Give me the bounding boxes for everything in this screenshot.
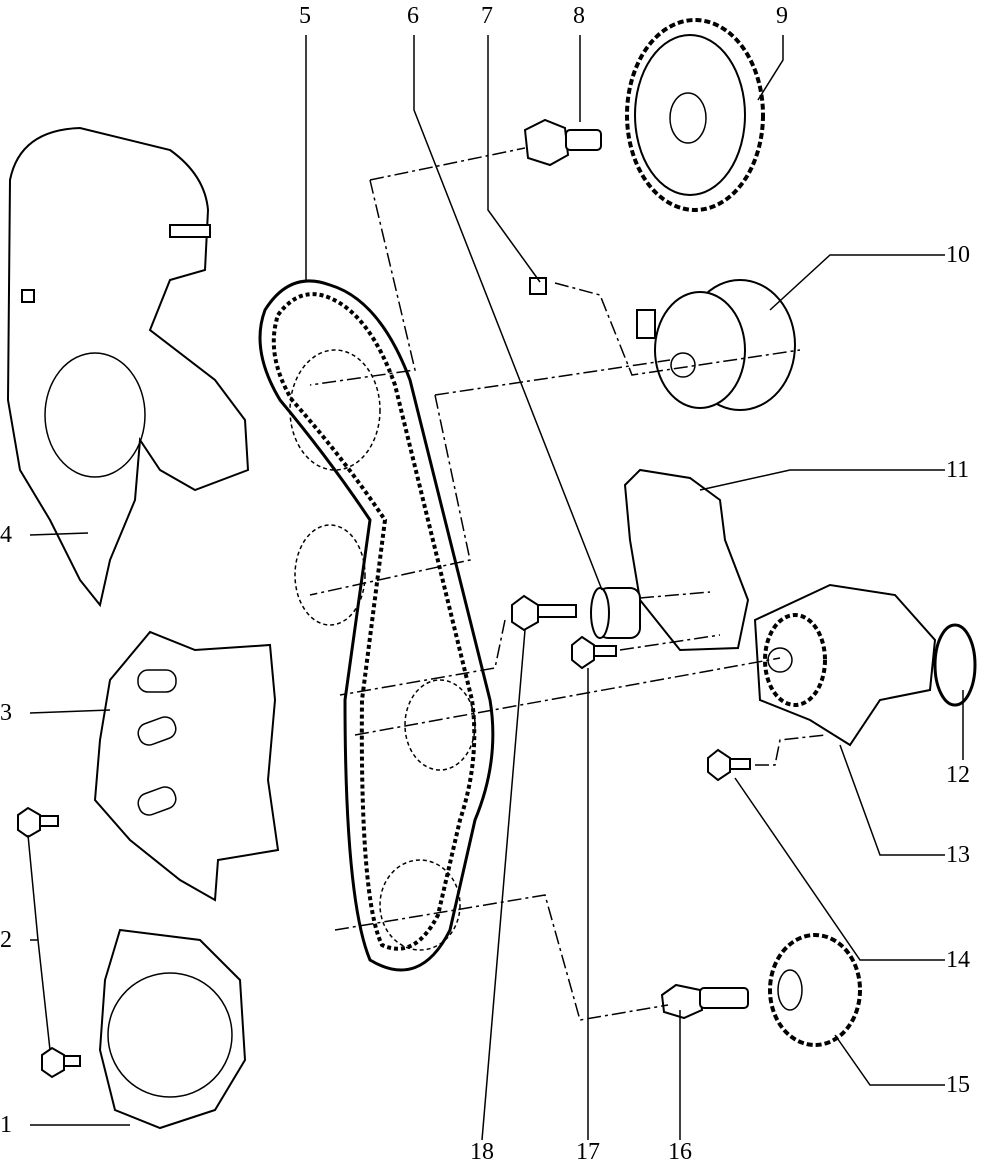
center-lines — [309, 147, 826, 1021]
part-14-bolt — [707, 748, 751, 782]
part-4-upper-cover — [6, 126, 250, 608]
callout-3: 3 — [0, 700, 12, 726]
callout-16: 16 — [668, 1139, 692, 1162]
callout-2: 2 — [0, 927, 12, 953]
part-5-timing-belt — [258, 279, 495, 972]
callout-9: 9 — [776, 3, 788, 29]
callout-4: 4 — [0, 522, 12, 548]
part-2-bolts — [17, 806, 81, 1079]
callout-11: 11 — [946, 457, 970, 483]
part-8-bolt — [523, 118, 602, 167]
callout-6: 6 — [407, 3, 419, 29]
part-15-crankshaft-sprocket — [768, 933, 862, 1047]
part-11-bracket — [623, 468, 750, 652]
part-6-roller — [590, 587, 641, 639]
callout-1: 1 — [0, 1112, 12, 1138]
part-9-camshaft-sprocket — [625, 18, 765, 212]
callout-5: 5 — [299, 3, 311, 29]
part-18-bolt — [511, 594, 577, 632]
callout-12: 12 — [946, 762, 970, 788]
callout-13: 13 — [946, 842, 970, 868]
part-17-bolt — [571, 635, 617, 670]
part-13-water-pump — [753, 583, 937, 747]
part-12-o-ring — [933, 623, 977, 707]
callout-10: 10 — [946, 242, 970, 268]
part-1-lower-cover — [98, 928, 247, 1130]
part-3-middle-cover — [93, 630, 280, 902]
part-16-bolt — [660, 983, 749, 1020]
callout-7: 7 — [481, 3, 493, 29]
leader-lines — [27, 35, 964, 1141]
callout-17: 17 — [576, 1139, 600, 1162]
callout-18: 18 — [470, 1139, 494, 1162]
part-10-tensioner — [636, 279, 796, 411]
callout-14: 14 — [946, 947, 970, 973]
callout-8: 8 — [573, 3, 585, 29]
callout-15: 15 — [946, 1072, 970, 1098]
